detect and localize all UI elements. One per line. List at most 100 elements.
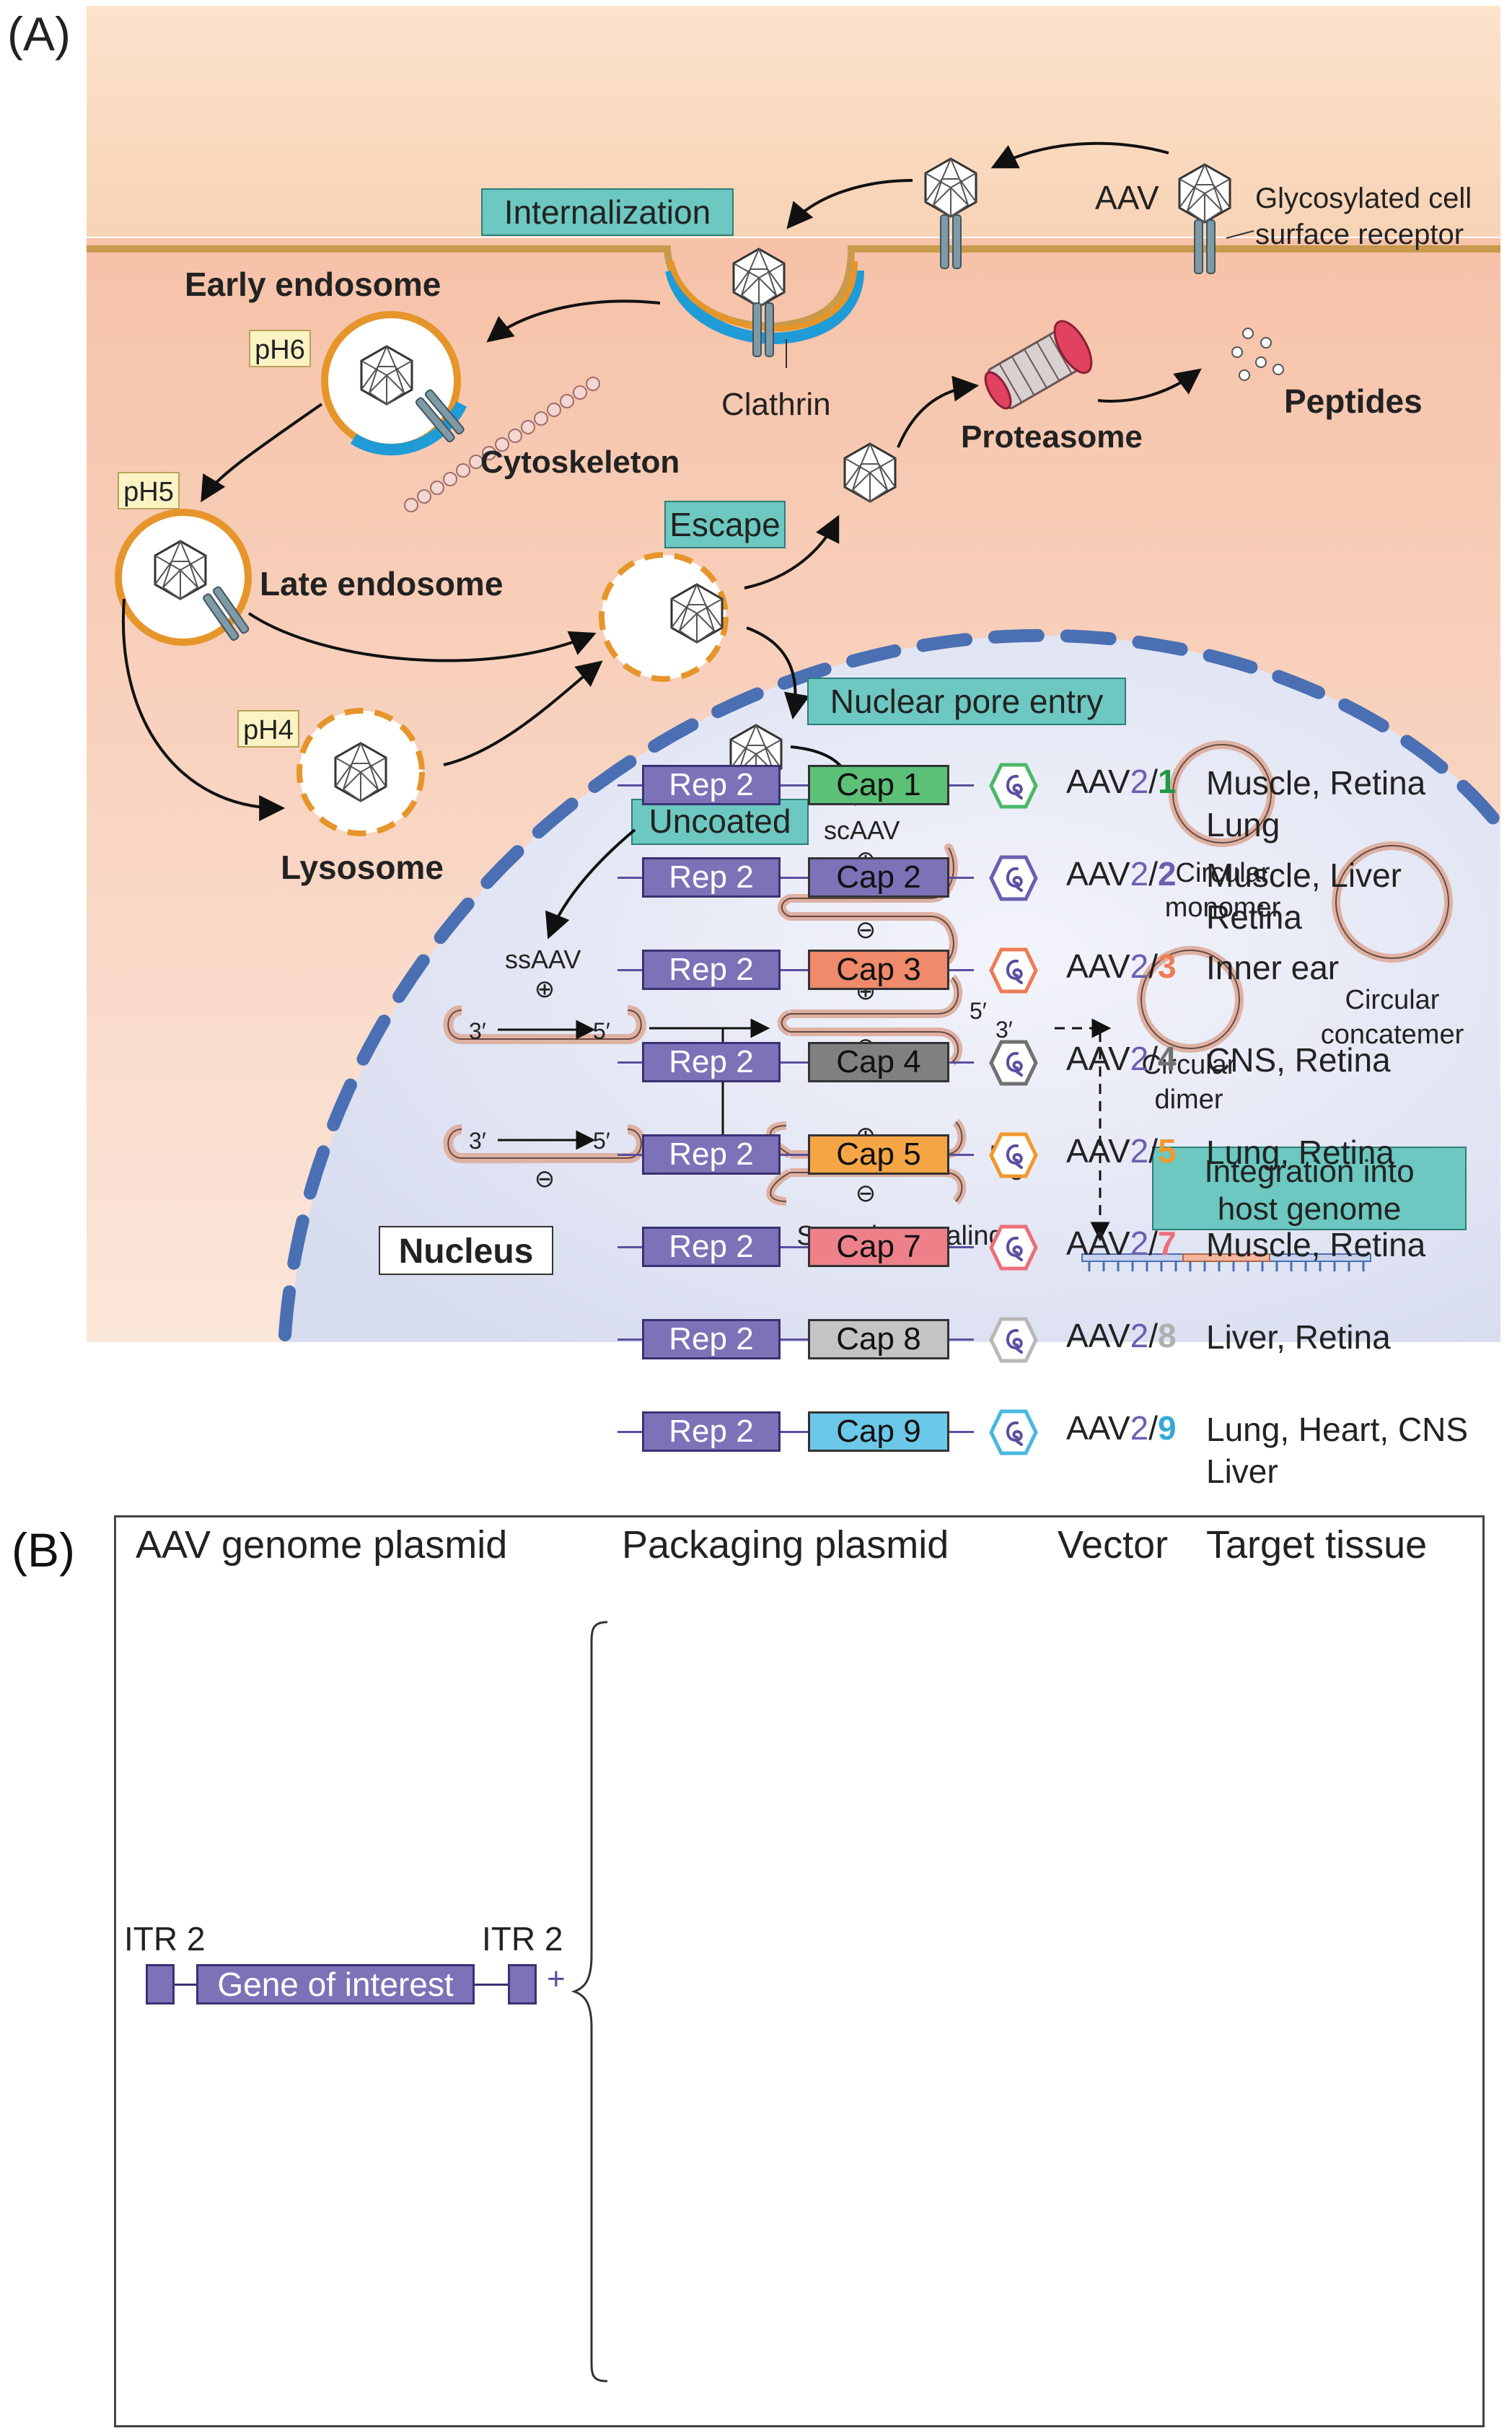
host-genome-glyph xyxy=(1081,1253,1371,1271)
vector-label: AAV2/9 xyxy=(1066,1409,1177,1447)
header-packaging-plasmid: Packaging plasmid xyxy=(622,1523,949,1567)
row-link-middle xyxy=(781,877,808,879)
row-link-right xyxy=(949,784,974,787)
capsid-icon xyxy=(988,1038,1039,1088)
escape-label: Escape xyxy=(669,506,780,543)
vector-label: AAV2/4 xyxy=(1066,1040,1177,1077)
row-link-left xyxy=(617,1431,642,1433)
capsid-icon xyxy=(988,853,1039,903)
circular-concatemer-2: concatemer xyxy=(1321,1020,1464,1050)
ssaav-strand-minus xyxy=(443,1124,646,1163)
rep-box: Rep 2 xyxy=(642,950,781,990)
peptides-label: Peptides xyxy=(1284,382,1423,420)
target-tissue-label: CNS, Retina xyxy=(1206,1041,1391,1079)
row-link-left xyxy=(617,784,642,787)
uncoated-label: Uncoated xyxy=(649,802,791,840)
clathrin-label: Clathrin xyxy=(721,387,831,422)
vector-label: AAV2/2 xyxy=(1066,855,1177,893)
cap-box: Cap 1 xyxy=(808,765,949,805)
row-link-left xyxy=(617,1061,642,1064)
integration-1: Integration into xyxy=(1204,1154,1414,1189)
duplex-5prime: 5′ xyxy=(970,998,987,1024)
late-endosome-label: Late endosome xyxy=(260,565,503,603)
nucleus-label: Nucleus xyxy=(399,1232,534,1271)
panel-b: (B) AAV genome plasmid Packaging plasmid… xyxy=(0,763,1512,2436)
row-link-middle xyxy=(781,1061,808,1064)
circular-dimer-1: Circular xyxy=(1142,1050,1236,1080)
packaging-row: Rep 2 Cap 9 AAV2/9 Lung, Heart, CNS Liver xyxy=(0,1409,1512,1491)
nuclear-pore-entry-label: Nuclear pore entry xyxy=(830,683,1103,720)
rep-box: Rep 2 xyxy=(642,1042,781,1082)
gene-of-interest-box: Gene of interest xyxy=(196,1964,475,2005)
row-link-right xyxy=(949,1154,974,1156)
itr-left-link xyxy=(175,1984,196,1986)
receptor-label-1: Glycosylated cell xyxy=(1255,183,1472,214)
cap-box: Cap 2 xyxy=(808,857,949,898)
ssaav-label: ssAAV xyxy=(505,945,581,974)
row-link-right xyxy=(949,1339,974,1341)
proteasome-glyph xyxy=(984,320,1093,410)
header-vector: Vector xyxy=(1058,1523,1169,1567)
target-tissue-label: Lung, Retina xyxy=(1206,1134,1394,1171)
row-link-right xyxy=(949,969,974,971)
ss-3prime-a: 3′ xyxy=(469,1018,486,1044)
rep-box: Rep 2 xyxy=(642,1134,781,1175)
cap-box: Cap 9 xyxy=(808,1411,949,1452)
ss-3prime-b: 3′ xyxy=(469,1128,486,1154)
panel-b-label: (B) xyxy=(12,1523,75,1577)
capsid-icon xyxy=(988,945,1039,996)
itr-left-box xyxy=(146,1964,175,2005)
cap-box: Cap 8 xyxy=(808,1319,949,1359)
peptides-glyph xyxy=(1231,328,1284,381)
row-link-left xyxy=(617,1246,642,1248)
row-link-middle xyxy=(781,1431,808,1433)
capsid-icon xyxy=(988,1130,1039,1180)
itr-right-box xyxy=(508,1964,537,2005)
capsid-icon xyxy=(988,1315,1039,1365)
row-link-middle xyxy=(781,1339,808,1341)
rep-box: Rep 2 xyxy=(642,1227,781,1267)
cap-box: Cap 3 xyxy=(808,950,949,990)
lysosome-label: Lysosome xyxy=(281,849,444,886)
cap-box: Cap 5 xyxy=(808,1134,949,1175)
row-link-left xyxy=(617,1339,642,1341)
capsid-icon xyxy=(988,1407,1039,1458)
row-link-middle xyxy=(781,1246,808,1248)
circular-concatemer-1: Circular xyxy=(1345,985,1440,1015)
internalization-label: Internalization xyxy=(504,193,711,231)
header-genome-plasmid: AAV genome plasmid xyxy=(136,1523,508,1567)
target-tissue-label: Lung, Heart, CNS Liver xyxy=(1206,1411,1469,1490)
capsid-icon xyxy=(988,761,1039,811)
row-link-middle xyxy=(781,1154,808,1156)
panel-b-frame xyxy=(114,1515,1485,2427)
vector-label: AAV2/5 xyxy=(1066,1132,1177,1170)
cytoskeleton-fiber xyxy=(404,377,600,512)
packaging-brace xyxy=(571,1621,608,2383)
row-link-right xyxy=(949,1431,974,1433)
cytoskeleton-label: Cytoskeleton xyxy=(480,444,680,480)
vector-label: AAV2/3 xyxy=(1066,947,1177,985)
integration-2: host genome xyxy=(1218,1191,1401,1227)
ss-plus: ⊕ xyxy=(535,976,555,1003)
duplex-3prime: 3′ xyxy=(995,1017,1013,1043)
rep-box: Rep 2 xyxy=(642,1319,781,1359)
rep-box: Rep 2 xyxy=(642,765,781,805)
capsid-icon xyxy=(988,1222,1039,1273)
target-tissue-label: Muscle, Retina Lung xyxy=(1206,764,1426,844)
rep-box: Rep 2 xyxy=(642,857,781,898)
cap-box: Cap 7 xyxy=(808,1227,949,1267)
rep-box: Rep 2 xyxy=(642,1411,781,1452)
target-tissue-label: Liver, Retina xyxy=(1206,1318,1391,1356)
row-link-left xyxy=(617,969,642,971)
scaav-label: scAAV xyxy=(824,815,900,845)
circular-monomer-1: Circular xyxy=(1176,858,1270,888)
ssaav-strand-plus xyxy=(443,1005,646,1044)
proteasome-label: Proteasome xyxy=(961,419,1143,455)
row-link-right xyxy=(949,877,974,879)
